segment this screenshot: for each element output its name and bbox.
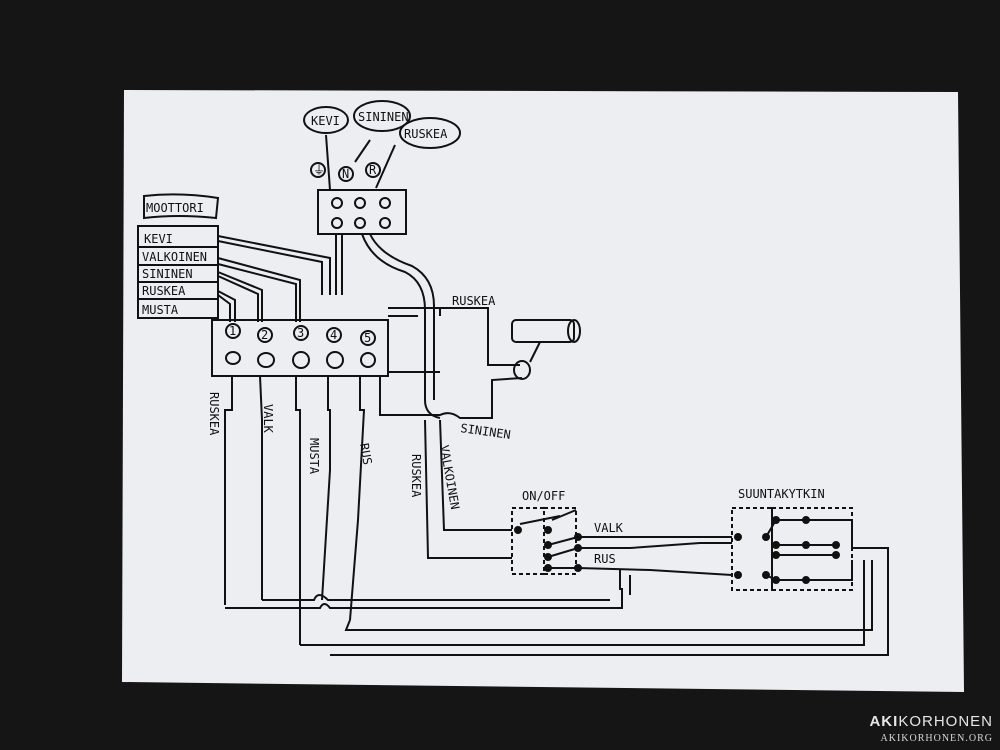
ruskea-vertical-label-2: RUSKEA — [409, 454, 423, 498]
valk-wire-label: VALK — [594, 521, 624, 535]
motor-wire-ruskea: RUSKEA — [142, 284, 186, 298]
connector-number-5: 5 — [364, 331, 371, 345]
switch-wires — [577, 536, 733, 595]
rus-vertical-label: RUS — [357, 442, 375, 466]
terminal-label-bubbles — [303, 100, 461, 149]
connector-number-2: 2 — [261, 328, 268, 342]
valk-vertical-label: VALK — [261, 404, 275, 434]
motor-wire-kevi: KEVI — [144, 232, 173, 246]
on-off-label: ON/OFF — [522, 489, 565, 503]
ruskea-terminal-label: RUSKEA — [404, 127, 448, 141]
motor-wire-valkoinen: VALKOINEN — [142, 250, 207, 264]
ruskea-bubble — [399, 117, 461, 149]
direction-switch — [731, 507, 853, 591]
paper-sheet — [122, 90, 964, 692]
kevi-bubble — [303, 106, 349, 134]
watermark-brand: AKIKORHONEN — [869, 713, 993, 730]
connector-number-3: 3 — [297, 326, 304, 340]
n-mark: N — [342, 167, 349, 181]
connector-number-4: 4 — [330, 328, 337, 342]
motor-title: MOOTTORI — [146, 201, 204, 215]
r-mark: R — [369, 163, 377, 177]
connector-block — [211, 319, 389, 377]
musta-vertical-label: MUSTA — [307, 438, 321, 475]
kevi-terminal-label: KEVI — [311, 114, 340, 128]
main-wires — [224, 233, 889, 656]
motor-wires — [217, 234, 343, 322]
watermark-brand-bold: AKI — [869, 713, 898, 730]
motor-wire-sininen: SININEN — [142, 267, 193, 281]
motor-wire-musta: MUSTA — [142, 303, 179, 317]
suuntakytkin-label: SUUNTAKYTKIN — [738, 487, 825, 501]
sininen-terminal-label: SININEN — [358, 110, 409, 124]
sininen-right-label: SININEN — [460, 421, 512, 442]
pe-mark: ⏚ — [313, 163, 325, 177]
watermark-brand-rest: KORHONEN — [898, 713, 993, 730]
ruskea-top-label: RUSKEA — [452, 294, 496, 308]
rus-wire-label: RUS — [594, 552, 616, 566]
connector-number-1: 1 — [229, 324, 236, 338]
ruskea-vertical-label: RUSKEA — [207, 392, 221, 436]
sininen-bubble — [353, 100, 411, 132]
on-off-switch — [511, 507, 582, 575]
watermark-url: AKIKORHONEN.ORG — [881, 733, 994, 744]
